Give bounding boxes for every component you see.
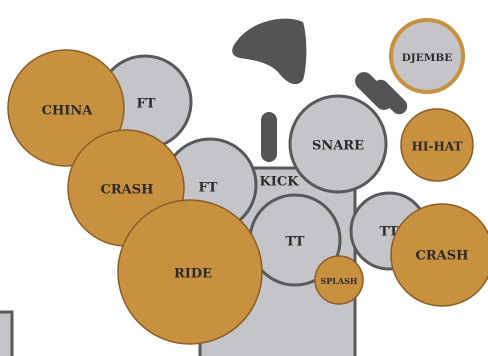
floor-tom-mid-label: FT — [199, 181, 218, 196]
tom-right-label: TT — [380, 225, 399, 240]
kick-label: KICK — [259, 175, 299, 190]
hihat-label: HI-HAT — [412, 140, 463, 154]
crash-cymbal-right — [390, 203, 488, 307]
tom-center-label: TT — [286, 235, 305, 250]
snare-label: SNARE — [312, 139, 364, 154]
djembe — [389, 18, 465, 94]
ride-cymbal — [117, 199, 263, 345]
china-cymbal — [7, 49, 125, 167]
crash-right-label: CRASH — [416, 249, 469, 264]
bass-pedal — [261, 112, 277, 162]
djembe-label: DJEMBE — [402, 52, 453, 64]
snare-drum — [288, 94, 388, 194]
riser-edge — [0, 310, 14, 356]
china-label: CHINA — [42, 104, 94, 119]
hihat-cymbal — [400, 108, 474, 182]
crash-left-label: CRASH — [101, 183, 154, 198]
ride-label: RIDE — [174, 267, 212, 282]
floor-tom-top-label: FT — [137, 97, 156, 112]
splash-label: SPLASH — [321, 276, 358, 286]
hihat-pedal-b — [372, 79, 408, 115]
throne-seat — [232, 18, 307, 85]
splash-cymbal — [314, 255, 364, 305]
